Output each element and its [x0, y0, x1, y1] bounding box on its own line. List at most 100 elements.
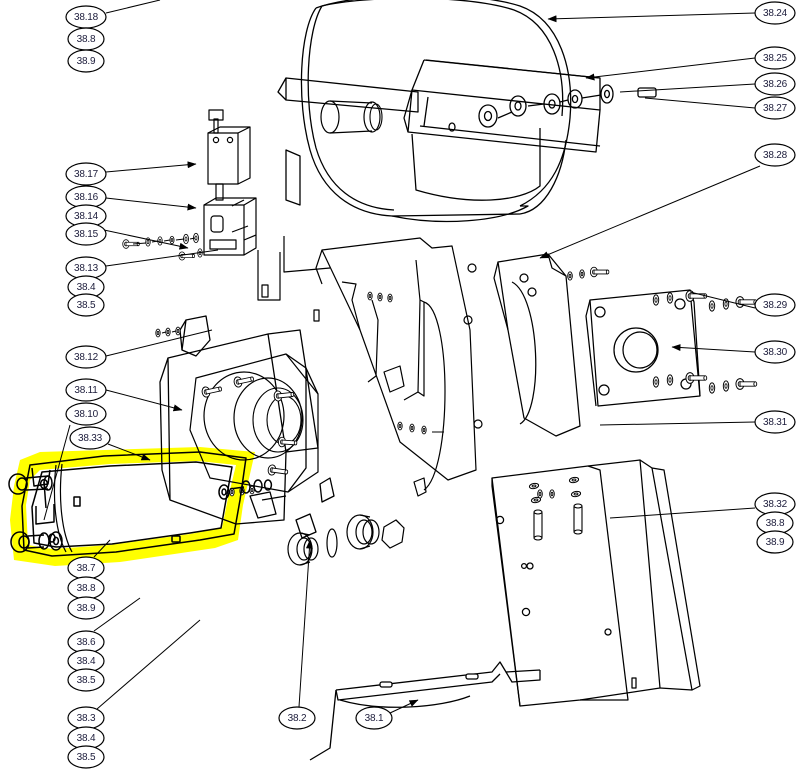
- callout-38-4[interactable]: 38.4: [67, 649, 105, 673]
- callout-38-9[interactable]: 38.9: [67, 49, 105, 73]
- balloon-label: 38.5: [77, 300, 96, 311]
- callout-38-15[interactable]: 38.15: [65, 222, 107, 246]
- balloon-label: 38.4: [77, 656, 96, 667]
- callout-38-17[interactable]: 38.17: [65, 162, 107, 186]
- leader-line-38-29: [689, 291, 756, 309]
- balloon-label: 38.33: [78, 433, 103, 444]
- drum-shield-assembly: [277, 0, 657, 223]
- balloon-label: 38.5: [77, 752, 96, 763]
- balloon-shape: [67, 49, 105, 73]
- leader-line-38-3: [96, 619, 201, 710]
- balloon-label: 38.8: [766, 518, 785, 529]
- support-panel-center: [257, 236, 483, 497]
- balloon-shape: [756, 530, 794, 554]
- balloon-shape: [754, 1, 796, 25]
- sensor-switch-assembly: [203, 109, 257, 256]
- balloon-label: 38.27: [763, 103, 788, 114]
- leader-line-38-11: [105, 389, 183, 412]
- balloon-label: 38.11: [74, 385, 98, 396]
- balloon-label: 38.24: [763, 8, 788, 19]
- balloon-shape: [69, 426, 111, 450]
- balloon-shape: [67, 293, 105, 317]
- callout-38-30[interactable]: 38.30: [754, 340, 796, 364]
- leader-line-38-7: [93, 539, 111, 558]
- leader-line-38-2: [298, 539, 313, 708]
- balloon-label: 38.9: [77, 56, 96, 67]
- callout-38-2[interactable]: 38.2: [278, 706, 316, 730]
- balloon-label: 38.17: [74, 169, 99, 180]
- callout-38-12[interactable]: 38.12: [65, 345, 107, 369]
- callout-38-3[interactable]: 38.3: [67, 706, 105, 730]
- balloon-label: 38.13: [74, 263, 99, 274]
- leader-line-38-18: [105, 0, 161, 14]
- callout-38-8[interactable]: 38.8: [67, 576, 105, 600]
- balloon-label: 38.1: [365, 713, 384, 724]
- callout-38-24[interactable]: 38.24: [754, 1, 796, 25]
- callout-38-9[interactable]: 38.9: [67, 596, 105, 620]
- highlight-part-38-33: [10, 447, 255, 566]
- balloon-label: 38.12: [74, 352, 99, 363]
- balloon-label: 38.8: [77, 583, 96, 594]
- callout-38-28[interactable]: 38.28: [754, 143, 796, 167]
- balloon-label: 38.28: [763, 150, 788, 161]
- callout-38-25[interactable]: 38.25: [754, 46, 796, 70]
- callout-38-5[interactable]: 38.5: [67, 745, 105, 769]
- leader-line-38-17: [105, 161, 197, 173]
- leader-line-38-31: [599, 421, 756, 426]
- leader-line-38-30: [671, 344, 756, 353]
- callout-38-26[interactable]: 38.26: [754, 72, 796, 96]
- leader-line-38-32: [609, 507, 756, 519]
- callout-38-10[interactable]: 38.10: [65, 402, 107, 426]
- balloon-label: 38.16: [74, 192, 99, 203]
- leader-line-38-1: [389, 699, 419, 714]
- fastener-train-upper: [122, 232, 203, 261]
- leader-line-38-10: [43, 424, 71, 521]
- balloon-label: 38.3: [77, 713, 96, 724]
- callout-38-33[interactable]: 38.33: [69, 426, 111, 450]
- leader-line-38-12: [105, 329, 213, 357]
- balloon-shape: [754, 96, 796, 120]
- callout-38-29[interactable]: 38.29: [754, 293, 796, 317]
- callout-38-18[interactable]: 38.18: [65, 5, 107, 29]
- callout-38-4[interactable]: 38.4: [67, 726, 105, 750]
- balloon-shape: [65, 345, 107, 369]
- base-rail: [309, 661, 541, 761]
- leader-line-38-24: [547, 12, 756, 23]
- leader-line-38-25: [585, 57, 756, 81]
- leader-line-38-33: [107, 443, 151, 461]
- callout-38-5[interactable]: 38.5: [67, 293, 105, 317]
- balloon-label: 38.25: [763, 53, 788, 64]
- balloon-shape: [754, 72, 796, 96]
- leader-line-38-6: [93, 597, 141, 632]
- callout-38-7[interactable]: 38.7: [67, 556, 105, 580]
- bushings-group: [287, 514, 405, 566]
- balloon-label: 38.32: [763, 499, 788, 510]
- balloon-label: 38.2: [288, 713, 307, 724]
- balloon-label: 38.5: [77, 675, 96, 686]
- callout-38-9[interactable]: 38.9: [756, 530, 794, 554]
- balloon-shape: [754, 293, 796, 317]
- leader-line-38-27: [644, 97, 756, 109]
- balloon-label: 38.18: [74, 12, 99, 23]
- right-frame-panel: [491, 253, 701, 707]
- callout-38-5[interactable]: 38.5: [67, 668, 105, 692]
- balloon-label: 38.9: [77, 603, 96, 614]
- right-bearing-plate: [537, 266, 758, 499]
- balloon-shape: [65, 222, 107, 246]
- leader-line-38-13: [105, 249, 219, 267]
- callout-38-31[interactable]: 38.31: [754, 410, 796, 434]
- callout-38-11[interactable]: 38.11: [65, 378, 107, 402]
- callout-38-8[interactable]: 38.8: [67, 27, 105, 51]
- callout-38-1[interactable]: 38.1: [355, 706, 393, 730]
- balloon-shape: [67, 745, 105, 769]
- balloon-label: 38.30: [763, 347, 788, 358]
- balloon-shape: [278, 706, 316, 730]
- balloon-shape: [65, 402, 107, 426]
- balloon-shape: [754, 143, 796, 167]
- balloon-shape: [65, 162, 107, 186]
- callout-38-27[interactable]: 38.27: [754, 96, 796, 120]
- balloon-label: 38.9: [766, 537, 785, 548]
- balloon-shape: [65, 378, 107, 402]
- balloon-label: 38.14: [74, 211, 99, 222]
